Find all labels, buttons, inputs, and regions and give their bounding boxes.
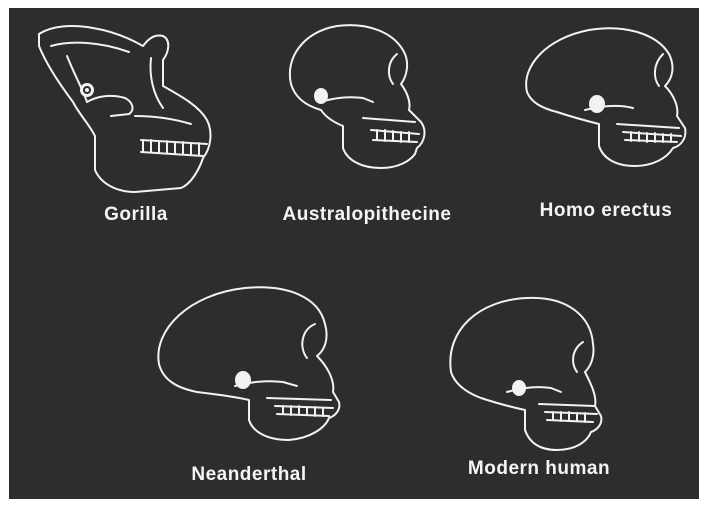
skull-label-australopithecine: Australopithecine [257, 204, 477, 226]
skull-label-modern-human: Modern human [439, 458, 639, 480]
skull-comparison-panel: Gorilla Australopithecine Homo erectus N… [9, 8, 699, 499]
australopithecine-skull-icon [277, 18, 437, 178]
skull-label-gorilla: Gorilla [81, 204, 191, 226]
skull-label-homo-erectus: Homo erectus [521, 200, 691, 222]
neanderthal-skull-icon [149, 282, 349, 442]
modern-human-skull-icon [441, 292, 611, 452]
gorilla-skull-icon [31, 16, 221, 196]
homo-erectus-skull-icon [517, 20, 697, 170]
skull-label-neanderthal: Neanderthal [169, 464, 329, 486]
